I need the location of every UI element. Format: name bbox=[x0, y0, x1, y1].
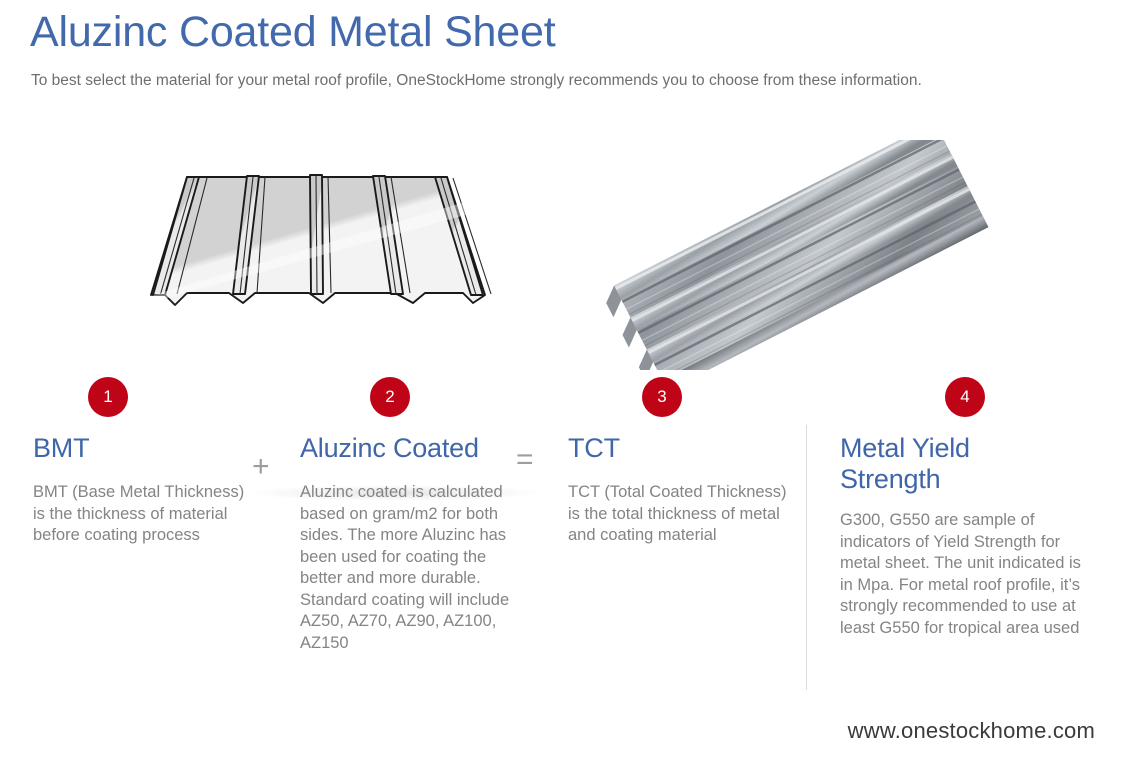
step-badge-1: 1 bbox=[88, 377, 128, 417]
metal-roof-sheet-photo bbox=[585, 122, 1005, 391]
page-subtitle: To best select the material for your met… bbox=[31, 72, 922, 89]
column-body-tct: TCT (Total Coated Thickness) is the tota… bbox=[568, 483, 787, 544]
equals-operator: = bbox=[516, 443, 534, 476]
column-body-aluzinc-coated: Aluzinc coated is calculated based on gr… bbox=[300, 483, 510, 652]
column-heading-tct: TCT bbox=[568, 433, 620, 463]
metal-roof-sheet-line-drawing bbox=[95, 155, 545, 501]
step-badge-2: 2 bbox=[370, 377, 410, 417]
page-title: Aluzinc Coated Metal Sheet bbox=[30, 8, 556, 56]
section-divider bbox=[806, 425, 807, 690]
column-heading-aluzinc-coated: Aluzinc Coated bbox=[300, 433, 479, 463]
step-badge-4: 4 bbox=[945, 377, 985, 417]
footer-website-url: www.onestockhome.com bbox=[847, 718, 1095, 743]
column-heading-bmt: BMT bbox=[33, 433, 90, 463]
column-heading-metal-yield-strength: Metal Yield Strength bbox=[840, 433, 970, 494]
plus-operator: + bbox=[252, 450, 270, 483]
column-body-metal-yield-strength: G300, G550 are sample of indicators of Y… bbox=[840, 511, 1081, 637]
step-badge-3: 3 bbox=[642, 377, 682, 417]
column-body-bmt: BMT (Base Metal Thickness) is the thickn… bbox=[33, 483, 245, 544]
